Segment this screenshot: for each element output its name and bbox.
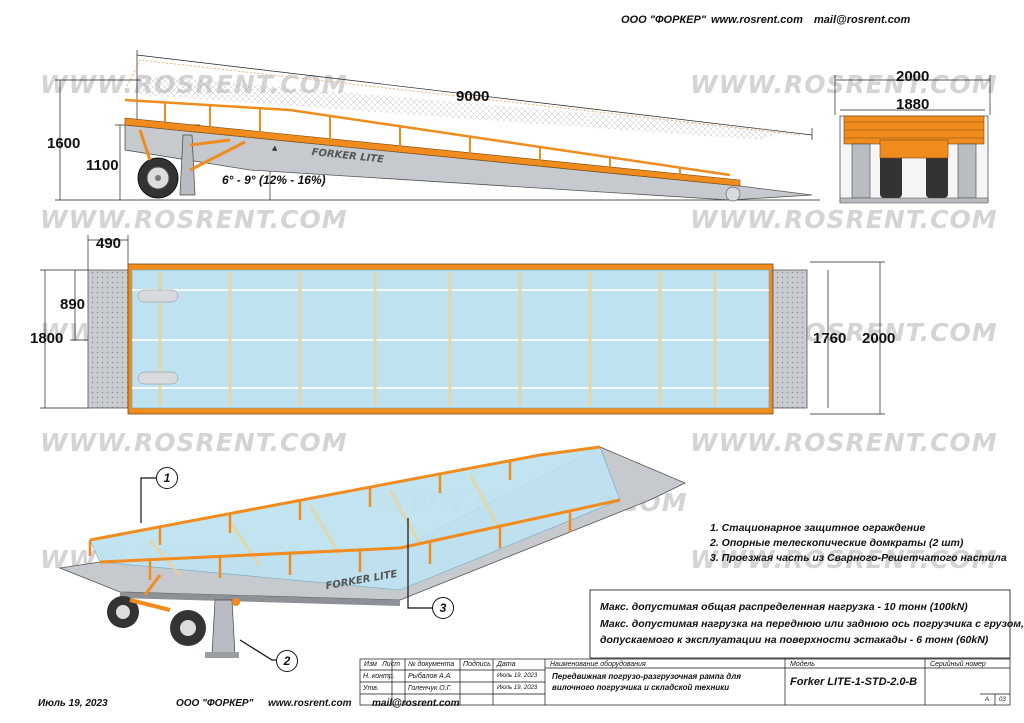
- tb-date-1: Июль 19, 2023: [497, 673, 538, 679]
- dim-end-outer: 2000: [896, 68, 930, 85]
- footer-email: mail@rosrent.com: [372, 698, 460, 709]
- header-email: mail@rosrent.com: [814, 14, 911, 26]
- watermark: WWW.ROSRENT.COM: [690, 428, 998, 457]
- dim-width-right-outer: 2000: [862, 330, 896, 347]
- tb-model-label: Модель: [790, 661, 815, 668]
- iso-view: FORKER LITE: [58, 445, 686, 658]
- tb-model-value: Forker LITE-1-STD-2.0-B: [790, 676, 918, 688]
- plan-view: [40, 235, 885, 415]
- watermark: WWW.ROSRENT.COM: [690, 545, 998, 574]
- footer-company: ООО "ФОРКЕР": [176, 698, 254, 709]
- dim-length: 9000: [456, 88, 490, 105]
- header-site: www.rosrent.com: [711, 14, 803, 26]
- dim-height-max: 1600: [47, 135, 81, 152]
- tb-col-sign: Подпись: [463, 661, 491, 668]
- svg-text:▲: ▲: [270, 142, 280, 153]
- tb-equipment-name-2: вилочного погрузчика и складской техники: [552, 683, 730, 692]
- callout-2: 2: [276, 650, 298, 672]
- watermark: WWW.ROSRENT.COM: [40, 205, 348, 234]
- tb-col-izm: Изм: [364, 661, 377, 668]
- legend-item-2: 2. Опорные телескопические домкраты (2 ш…: [710, 537, 964, 549]
- end-view: [834, 75, 991, 204]
- tb-name-1: Рыбалов А.А.: [408, 673, 453, 680]
- side-ramp: [124, 59, 813, 202]
- dim-track-width: 890: [60, 296, 86, 313]
- callout-3: 3: [432, 597, 454, 619]
- tb-col-list: Лист: [382, 661, 401, 668]
- dim-end-inner: 1880: [896, 96, 930, 113]
- spec-line-2: Макс. допустимая нагрузка на переднюю ил…: [600, 618, 1024, 630]
- watermark: WWW.ROSRENT.COM: [690, 205, 998, 234]
- spec-line-3: допускаемого к эксплуатации на поверхнос…: [600, 634, 989, 646]
- dim-platform-len: 490: [96, 235, 122, 252]
- legend-item-3: 3. Проезжая часть из Сварного-Решетчатог…: [710, 552, 1007, 564]
- dim-height-mid: 1100: [86, 157, 119, 174]
- tb-date-2: Июль 19, 2023: [497, 685, 538, 691]
- footer-date: Июль 19, 2023: [38, 698, 108, 709]
- spec-line-1: Макс. допустимая общая распределенная на…: [600, 601, 968, 613]
- tb-format: A: [985, 697, 990, 703]
- tb-serial-label: Серийный номер: [930, 661, 986, 668]
- tb-name-2: Голенчук О.Г.: [408, 685, 452, 692]
- footer-site: www.rosrent.com: [268, 698, 352, 709]
- tb-equipment-name-1: Передвижная погрузо-разгрузочная рампа д…: [552, 672, 741, 681]
- dim-width-right-inner: 1760: [813, 330, 847, 347]
- header-company: ООО "ФОРКЕР": [621, 14, 707, 26]
- tb-col-doc: № документа: [408, 661, 455, 668]
- tb-equipment-label: Наименование оборудования: [550, 661, 646, 668]
- side-view: [55, 50, 820, 201]
- dim-width-left: 1800: [30, 330, 64, 347]
- tb-role-1: Н. контр.: [363, 673, 395, 680]
- watermark: WWW.ROSRENT.COM: [40, 428, 348, 457]
- watermark: WWW.ROSRENT.COM: [690, 70, 998, 99]
- callout-1: 1: [156, 467, 178, 489]
- tb-role-2: Утв.: [363, 685, 379, 692]
- tb-sheet: 03: [999, 697, 1006, 703]
- legend-item-1: 1. Стационарное защитное ограждение: [710, 522, 926, 534]
- dim-angle: 6° - 9° (12% - 16%): [222, 173, 326, 187]
- tb-col-date: Дата: [497, 661, 516, 668]
